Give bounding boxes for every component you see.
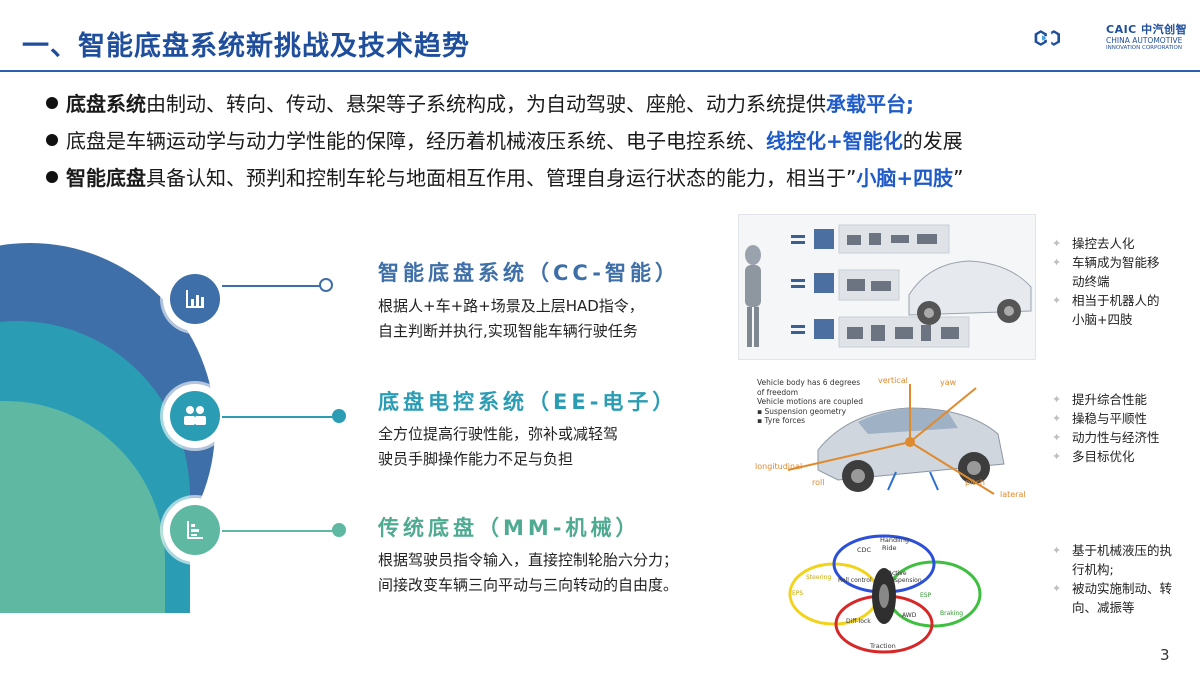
bullet-2-highlight: 线控化+智能化 [766,129,903,153]
bullet-dot-icon [46,134,58,146]
smart-chassis-image [738,214,1036,360]
bullet-1: 底盘系统由制动、转向、传动、悬架等子系统构成，为自动驾驶、座舱、动力系统提供承载… [46,88,914,117]
function-rings-icon [788,534,982,654]
bar-chart-icon [186,290,204,308]
dof-caption-2: of freedom [757,387,799,397]
bullet-2-post: 的发展 [902,129,963,153]
side-list-2-item: 提升综合性能 [1052,390,1182,409]
lbl-ride: Ride [882,544,897,552]
chassis-functions-diagram [782,532,986,654]
bullet-dot-icon [46,97,58,109]
header-divider [0,70,1200,72]
section-3-connector-dot [332,523,346,537]
list-chart-icon [187,521,203,539]
lbl-esp: ESP [920,592,932,599]
lbl-steering: Steering [806,574,832,581]
bullet-1-highlight: 承载平台; [826,92,914,116]
side-list-1-item: 相当于机器人的小脑+四肢 [1052,291,1170,329]
side-list-3-item: 被动实施制动、转向、减振等 [1052,579,1174,617]
logo-brand: CAIC 中汽创智 [1106,23,1188,36]
lbl-diff-lock: Diff-lock [846,618,871,625]
section-3-title: 传统底盘（MM-机械） [378,516,641,540]
section-1-desc-1: 根据人+车+路+场景及上层HAD指令， [378,297,644,315]
bullet-2: 底盘是车辆运动学与动力学性能的保障，经历着机械液压系统、电子电控系统、线控化+智… [46,125,963,154]
side-list-1: 操控去人化 车辆成为智能移动终端 相当于机器人的小脑+四肢 [1052,234,1170,329]
section-1-icon-ring [163,267,227,331]
lbl-braking: Braking [940,610,964,617]
section-2-desc-2: 驶员手脚操作能力不足与负担 [378,450,574,468]
lbl-awd: AWD [902,612,917,619]
bullet-1-bold: 底盘系统 [66,92,146,116]
company-logo-icon [1034,30,1060,46]
dof-caption: Vehicle body has 6 degrees of freedom Ve… [757,378,863,426]
section-2-desc-1: 全方位提高行驶性能，弥补或减轻驾 [378,425,619,443]
page-number: 3 [1160,646,1170,664]
label-roll: roll [812,478,825,487]
bullet-3-highlight: 小脑+四肢 [856,166,954,190]
dof-caption-3: Vehicle motions are coupled [757,397,863,406]
section-2-title: 底盘电控系统（EE-电子） [378,390,678,414]
humanoid-car-diagram-icon [745,224,1032,348]
side-list-2-item: 操稳与平顺性 [1052,409,1182,428]
side-list-1-item: 操控去人化 [1052,234,1170,253]
label-yaw: yaw [940,378,957,387]
section-3-connector [222,530,334,532]
bullet-1-text: 由制动、转向、传动、悬架等子系统构成，为自动驾驶、座舱、动力系统提供 [146,92,826,116]
section-3-icon-ring [163,498,227,562]
section-2-icon-ring [163,384,227,448]
label-longitudinal: longitudinal [755,462,803,471]
lbl-cdc: CDC [857,546,872,554]
section-2-connector-dot [332,409,346,423]
team-icon [184,406,206,425]
page-title: 一、智能底盘系统新挑战及技术趋势 [22,31,470,62]
lbl-roll-control: Roll control [838,577,872,584]
vehicle-dof-image [748,372,1038,512]
dof-caption-1: Vehicle body has 6 degrees [757,378,861,387]
section-1-connector [222,285,326,287]
bullet-dot-icon [46,171,58,183]
lbl-handling: Handling [880,536,909,544]
bullet-3-bold: 智能底盘 [66,166,146,190]
side-list-2: 提升综合性能 操稳与平顺性 动力性与经济性 多目标优化 [1052,390,1182,466]
vehicle-motion-icon [787,384,1005,495]
side-list-3: 基于机械液压的执行机构; 被动实施制动、转向、减振等 [1052,541,1174,617]
bullet-3-text: 具备认知、预判和控制车轮与地面相互作用、管理自身运行状态的能力，相当于” [146,166,857,190]
section-2-connector [222,416,334,418]
side-list-2-item: 动力性与经济性 [1052,428,1182,447]
bullet-2-text: 底盘是车辆运动学与动力学性能的保障，经历着机械液压系统、电子电控系统、 [66,129,766,153]
section-1-title: 智能底盘系统（CC-智能） [378,261,681,285]
lbl-eps: EPS [792,590,804,597]
label-lateral: lateral [1000,490,1026,499]
lbl-active-suspension: Active suspension [888,570,922,584]
section-1-desc-2: 自主判断并执行,实现智能车辆行驶任务 [378,322,638,340]
dof-caption-4: ▪ Suspension geometry [757,406,847,416]
side-list-2-item: 多目标优化 [1052,447,1182,466]
dof-caption-5: ▪ Tyre forces [757,416,806,425]
section-3-desc-2: 间接改变车辆三向平动与三向转动的自由度。 [378,576,679,594]
section-3-desc-1: 根据驾驶员指令输入，直接控制轮胎六分力； [378,551,679,569]
label-vertical: vertical [878,376,908,385]
bullet-3: 智能底盘具备认知、预判和控制车轮与地面相互作用、管理自身运行状态的能力，相当于”… [46,162,964,191]
side-list-1-item: 车辆成为智能移动终端 [1052,253,1170,291]
side-list-3-item: 基于机械液压的执行机构; [1052,541,1174,579]
lbl-traction: Traction [870,642,896,650]
bullet-3-post: ” [953,166,964,190]
logo-line1: CHINA AUTOMOTIVE [1106,36,1183,45]
label-pitch: pitch [965,478,985,487]
section-1-connector-dot [319,278,333,292]
logo-line2: INNOVATION CORPORATION [1106,45,1182,51]
